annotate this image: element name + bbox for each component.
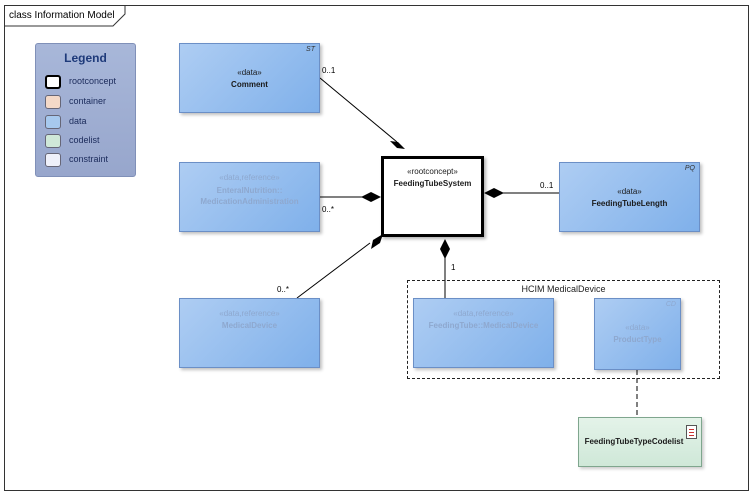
stereotype: «data,reference» <box>453 309 514 318</box>
legend-swatch <box>45 95 61 109</box>
class-feeding-tube-length[interactable]: PQ «data» FeedingTubeLength <box>559 162 700 232</box>
type-tag: ST <box>306 46 315 53</box>
multiplicity-comment: 0..1 <box>322 66 336 75</box>
legend-label: codelist <box>69 135 100 145</box>
class-name-line1: EnteralNutrition:: <box>216 186 283 195</box>
diagram-frame <box>4 5 749 491</box>
stereotype: «rootconcept» <box>407 167 458 176</box>
class-name: FeedingTubeTypeCodelist <box>584 437 684 446</box>
class-name: Comment <box>231 80 268 89</box>
legend-swatch <box>45 134 61 148</box>
class-feeding-tube-system[interactable]: «rootconcept» FeedingTubeSystem <box>381 156 484 237</box>
legend-label: rootconcept <box>69 76 117 86</box>
class-enteral-nutrition[interactable]: «data,reference» EnteralNutrition:: Medi… <box>179 162 320 232</box>
class-name: FeedingTubeLength <box>591 199 668 208</box>
class-feeding-tube-type-codelist[interactable]: FeedingTubeTypeCodelist <box>578 417 702 467</box>
multiplicity-length: 0..1 <box>540 181 554 190</box>
legend-label: constraint <box>69 154 109 164</box>
stereotype: «data» <box>617 187 642 196</box>
legend-swatch <box>45 75 61 89</box>
class-feeding-tube-medical-device[interactable]: «data,reference» FeedingTube::MedicalDev… <box>413 298 554 368</box>
legend-swatch <box>45 153 61 167</box>
package-hcim-medical-device[interactable] <box>407 280 720 379</box>
frame-title: class Information Model <box>9 10 115 21</box>
connector-medical-device <box>296 242 371 299</box>
multiplicity-enteral: 0..* <box>322 205 335 214</box>
composition-diamond-medical-device <box>371 234 383 249</box>
class-name: FeedingTubeSystem <box>393 179 472 188</box>
legend-label: container <box>69 96 107 106</box>
frame-tab <box>4 5 126 27</box>
class-comment[interactable]: ST «data» Comment <box>179 43 320 113</box>
type-tag: CD <box>665 301 676 308</box>
class-name: MedicalDevice <box>221 321 278 330</box>
type-tag: PQ <box>684 165 695 172</box>
class-name: FeedingTube::MedicalDevice <box>428 321 539 330</box>
connector-comment <box>319 77 398 143</box>
legend-swatch <box>45 115 61 129</box>
composition-diamond-enteral <box>361 192 381 202</box>
class-product-type[interactable]: CD «data» ProductType <box>594 298 681 370</box>
stereotype: «data,reference» <box>219 309 280 318</box>
composition-diamond-length <box>484 188 504 198</box>
stereotype: «data» <box>237 68 262 77</box>
package-title: HCIM MedicalDevice <box>521 284 606 294</box>
class-name: ProductType <box>613 335 662 344</box>
multiplicity-medical-device: 0..* <box>277 285 290 294</box>
legend-label: data <box>69 116 87 126</box>
class-name-line2: MedicationAdministration <box>200 197 299 206</box>
composition-diamond-comment <box>390 141 405 149</box>
class-medical-device[interactable]: «data,reference» MedicalDevice <box>179 298 320 368</box>
stereotype: «data,reference» <box>219 173 280 182</box>
legend: Legend rootconcept container data codeli… <box>35 43 136 177</box>
composition-diamond-ft-medical-device <box>440 239 450 259</box>
multiplicity-ft-medical-device: 1 <box>451 263 456 272</box>
legend-title: Legend <box>64 51 107 65</box>
stereotype: «data» <box>625 323 650 332</box>
codelist-icon <box>686 425 697 439</box>
